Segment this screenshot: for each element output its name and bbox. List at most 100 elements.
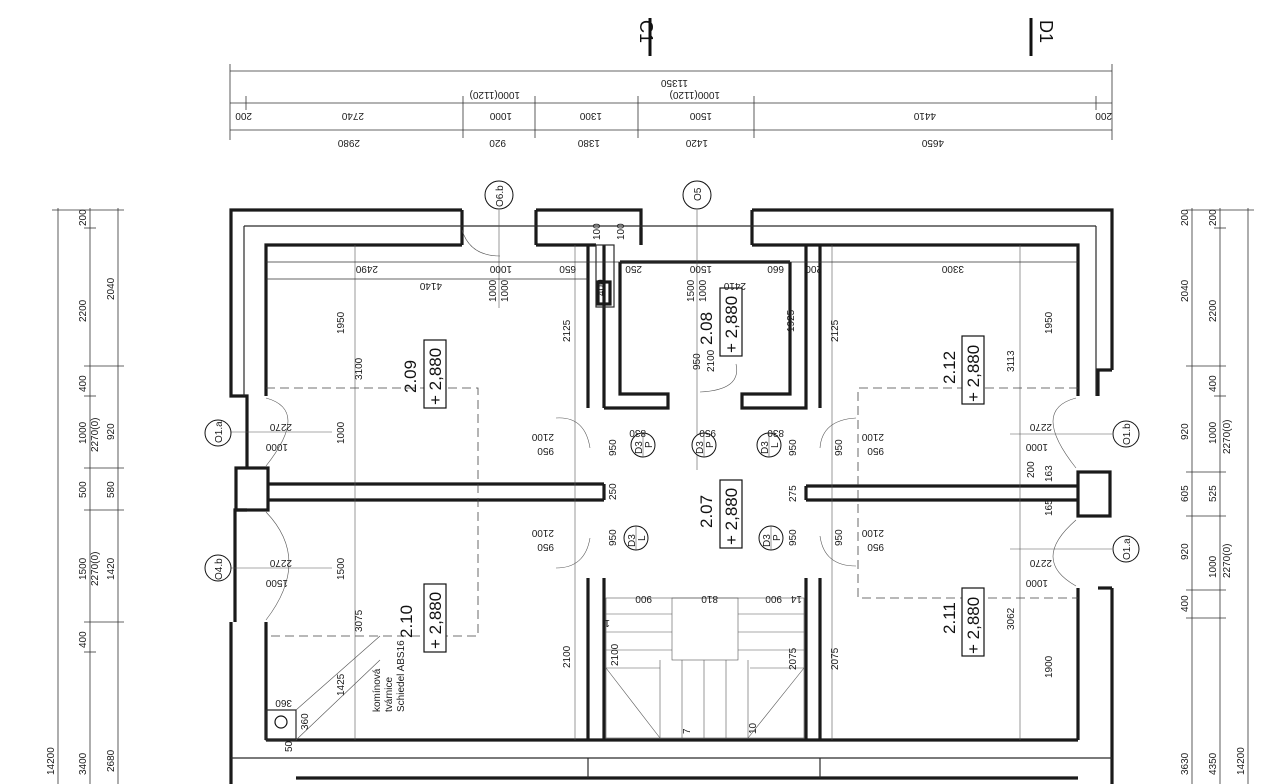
svg-text:100: 100 xyxy=(616,223,627,240)
svg-text:950: 950 xyxy=(608,439,619,456)
svg-text:2125: 2125 xyxy=(562,319,573,342)
svg-text:250: 250 xyxy=(608,483,619,500)
top-dimension-chains: 11350 1000(1120) 1000(1120) 200 2740 100… xyxy=(229,64,1113,148)
svg-text:+ 2,880: + 2,880 xyxy=(722,296,741,353)
svg-text:2270: 2270 xyxy=(269,557,292,568)
svg-text:P: P xyxy=(705,441,716,448)
rdim-b0a: 200 xyxy=(1180,209,1191,226)
svg-text:2490: 2490 xyxy=(355,263,378,274)
rdim-3630: 3630 xyxy=(1180,752,1191,775)
svg-text:1000: 1000 xyxy=(336,421,347,444)
chimney-label: komínová tvárnice Schiedel ABS16 xyxy=(372,640,407,712)
ldim-a3: 1000 xyxy=(78,421,89,444)
svg-text:2100: 2100 xyxy=(531,431,554,442)
svg-text:L: L xyxy=(637,535,648,541)
svg-text:2075: 2075 xyxy=(788,647,799,670)
svg-text:950: 950 xyxy=(788,529,799,546)
svg-text:+ 2,880: + 2,880 xyxy=(964,345,983,402)
door-tag-2: D3 P xyxy=(691,432,717,458)
door-tag-3: D3 L xyxy=(756,432,782,458)
svg-text:3100: 3100 xyxy=(354,357,365,380)
dim-r1-2: 1000 xyxy=(489,110,512,121)
svg-text:1: 1 xyxy=(604,617,610,628)
window-tag-o4b: O4.b xyxy=(204,554,332,582)
left-dimension-chains: 14200 3400 200 2200 400 1000 500 1500 40… xyxy=(46,208,124,784)
svg-text:2.09: 2.09 xyxy=(401,360,420,393)
ldim-a6: 400 xyxy=(78,631,89,648)
svg-text:Schiedel ABS16: Schiedel ABS16 xyxy=(396,640,407,712)
svg-text:+ 2,880: + 2,880 xyxy=(964,597,983,654)
ldim-b3: 1420 xyxy=(106,557,117,580)
svg-text:3113: 3113 xyxy=(1006,350,1017,372)
rdim-4350: 4350 xyxy=(1208,752,1219,775)
svg-text:950: 950 xyxy=(537,445,554,456)
svg-text:2.12: 2.12 xyxy=(940,351,959,384)
svg-text:2.10: 2.10 xyxy=(397,605,416,638)
svg-text:L: L xyxy=(770,442,781,448)
svg-text:2100: 2100 xyxy=(861,527,884,538)
rdim-a3: 1000 xyxy=(1208,421,1219,444)
svg-text:950: 950 xyxy=(867,541,884,552)
window-tag-o1a-right: O1.a xyxy=(1010,535,1140,563)
dim-over-1: 1000(1120) xyxy=(470,89,520,100)
rdim-sub1: 2270(0) xyxy=(1222,544,1233,578)
svg-text:D3: D3 xyxy=(762,534,773,547)
svg-text:1500: 1500 xyxy=(689,263,712,274)
dim-overall: 11350 xyxy=(660,77,688,88)
svg-text:2100: 2100 xyxy=(610,643,621,666)
ldim-sub0: 2270(0) xyxy=(90,418,101,452)
svg-text:1500: 1500 xyxy=(265,577,288,588)
svg-text:1000: 1000 xyxy=(500,279,511,302)
svg-text:2270: 2270 xyxy=(1029,557,1052,568)
svg-text:10: 10 xyxy=(748,722,759,734)
svg-text:1000: 1000 xyxy=(698,279,709,302)
room-2-10: 2.10 + 2,880 xyxy=(397,583,447,653)
ldim-b2: 580 xyxy=(106,481,117,498)
svg-text:810: 810 xyxy=(701,593,718,604)
rdim-a1: 2200 xyxy=(1208,299,1219,322)
svg-text:+ 2,880: + 2,880 xyxy=(426,592,445,649)
inner-dimensions: 2490 4140 1000 650 250 1500 660 2410 200… xyxy=(265,223,1078,752)
svg-text:7: 7 xyxy=(682,728,693,734)
svg-text:2125: 2125 xyxy=(830,319,841,342)
room-2-09: 2.09 + 2,880 xyxy=(401,339,447,409)
svg-text:D3: D3 xyxy=(634,441,645,454)
right-dimension-chains: 200 2040 920 605 920 400 3630 200 2200 4… xyxy=(1180,208,1254,784)
ldim-b4: 2680 xyxy=(106,749,117,772)
svg-text:2.08: 2.08 xyxy=(697,312,716,345)
dim-r1-4: 1500 xyxy=(689,110,712,121)
walls xyxy=(229,208,1114,784)
window-tag-o1a-left: O1.a xyxy=(204,419,332,447)
svg-text:165: 165 xyxy=(1044,499,1055,516)
window-tag-o6b: O6.b xyxy=(484,180,514,308)
svg-text:P: P xyxy=(772,534,783,541)
svg-text:2.07: 2.07 xyxy=(697,495,716,528)
rdim-b4: 400 xyxy=(1180,595,1191,612)
door-tag-5: D3 P xyxy=(758,525,784,551)
svg-text:+ 2,880: + 2,880 xyxy=(722,488,741,545)
svg-text:1000: 1000 xyxy=(488,279,499,302)
rdim-a0: 200 xyxy=(1208,209,1219,226)
svg-text:+ 2,880: + 2,880 xyxy=(426,348,445,405)
svg-text:4140: 4140 xyxy=(419,280,442,291)
rdim-b3: 920 xyxy=(1180,543,1191,560)
svg-text:3300: 3300 xyxy=(941,263,964,274)
section-mark-d1: D1 xyxy=(1036,20,1056,43)
section-mark-c1: C1 xyxy=(636,20,656,43)
svg-text:360: 360 xyxy=(300,713,311,730)
svg-text:1000: 1000 xyxy=(1025,577,1048,588)
svg-text:900: 900 xyxy=(765,593,782,604)
dim-r1-5: 4410 xyxy=(913,110,936,121)
svg-text:950: 950 xyxy=(699,427,716,438)
svg-text:1000: 1000 xyxy=(265,441,288,452)
svg-text:O1.a: O1.a xyxy=(214,421,225,443)
svg-text:200: 200 xyxy=(1026,461,1037,478)
ldim-a0: 200 xyxy=(78,209,89,226)
dim-r1-6: 200 xyxy=(1095,110,1112,121)
svg-text:3075: 3075 xyxy=(354,609,365,632)
rdim-a2: 400 xyxy=(1208,375,1219,392)
svg-text:660: 660 xyxy=(767,263,784,274)
svg-text:1425: 1425 xyxy=(336,673,347,696)
rdim-b2: 605 xyxy=(1180,485,1191,502)
